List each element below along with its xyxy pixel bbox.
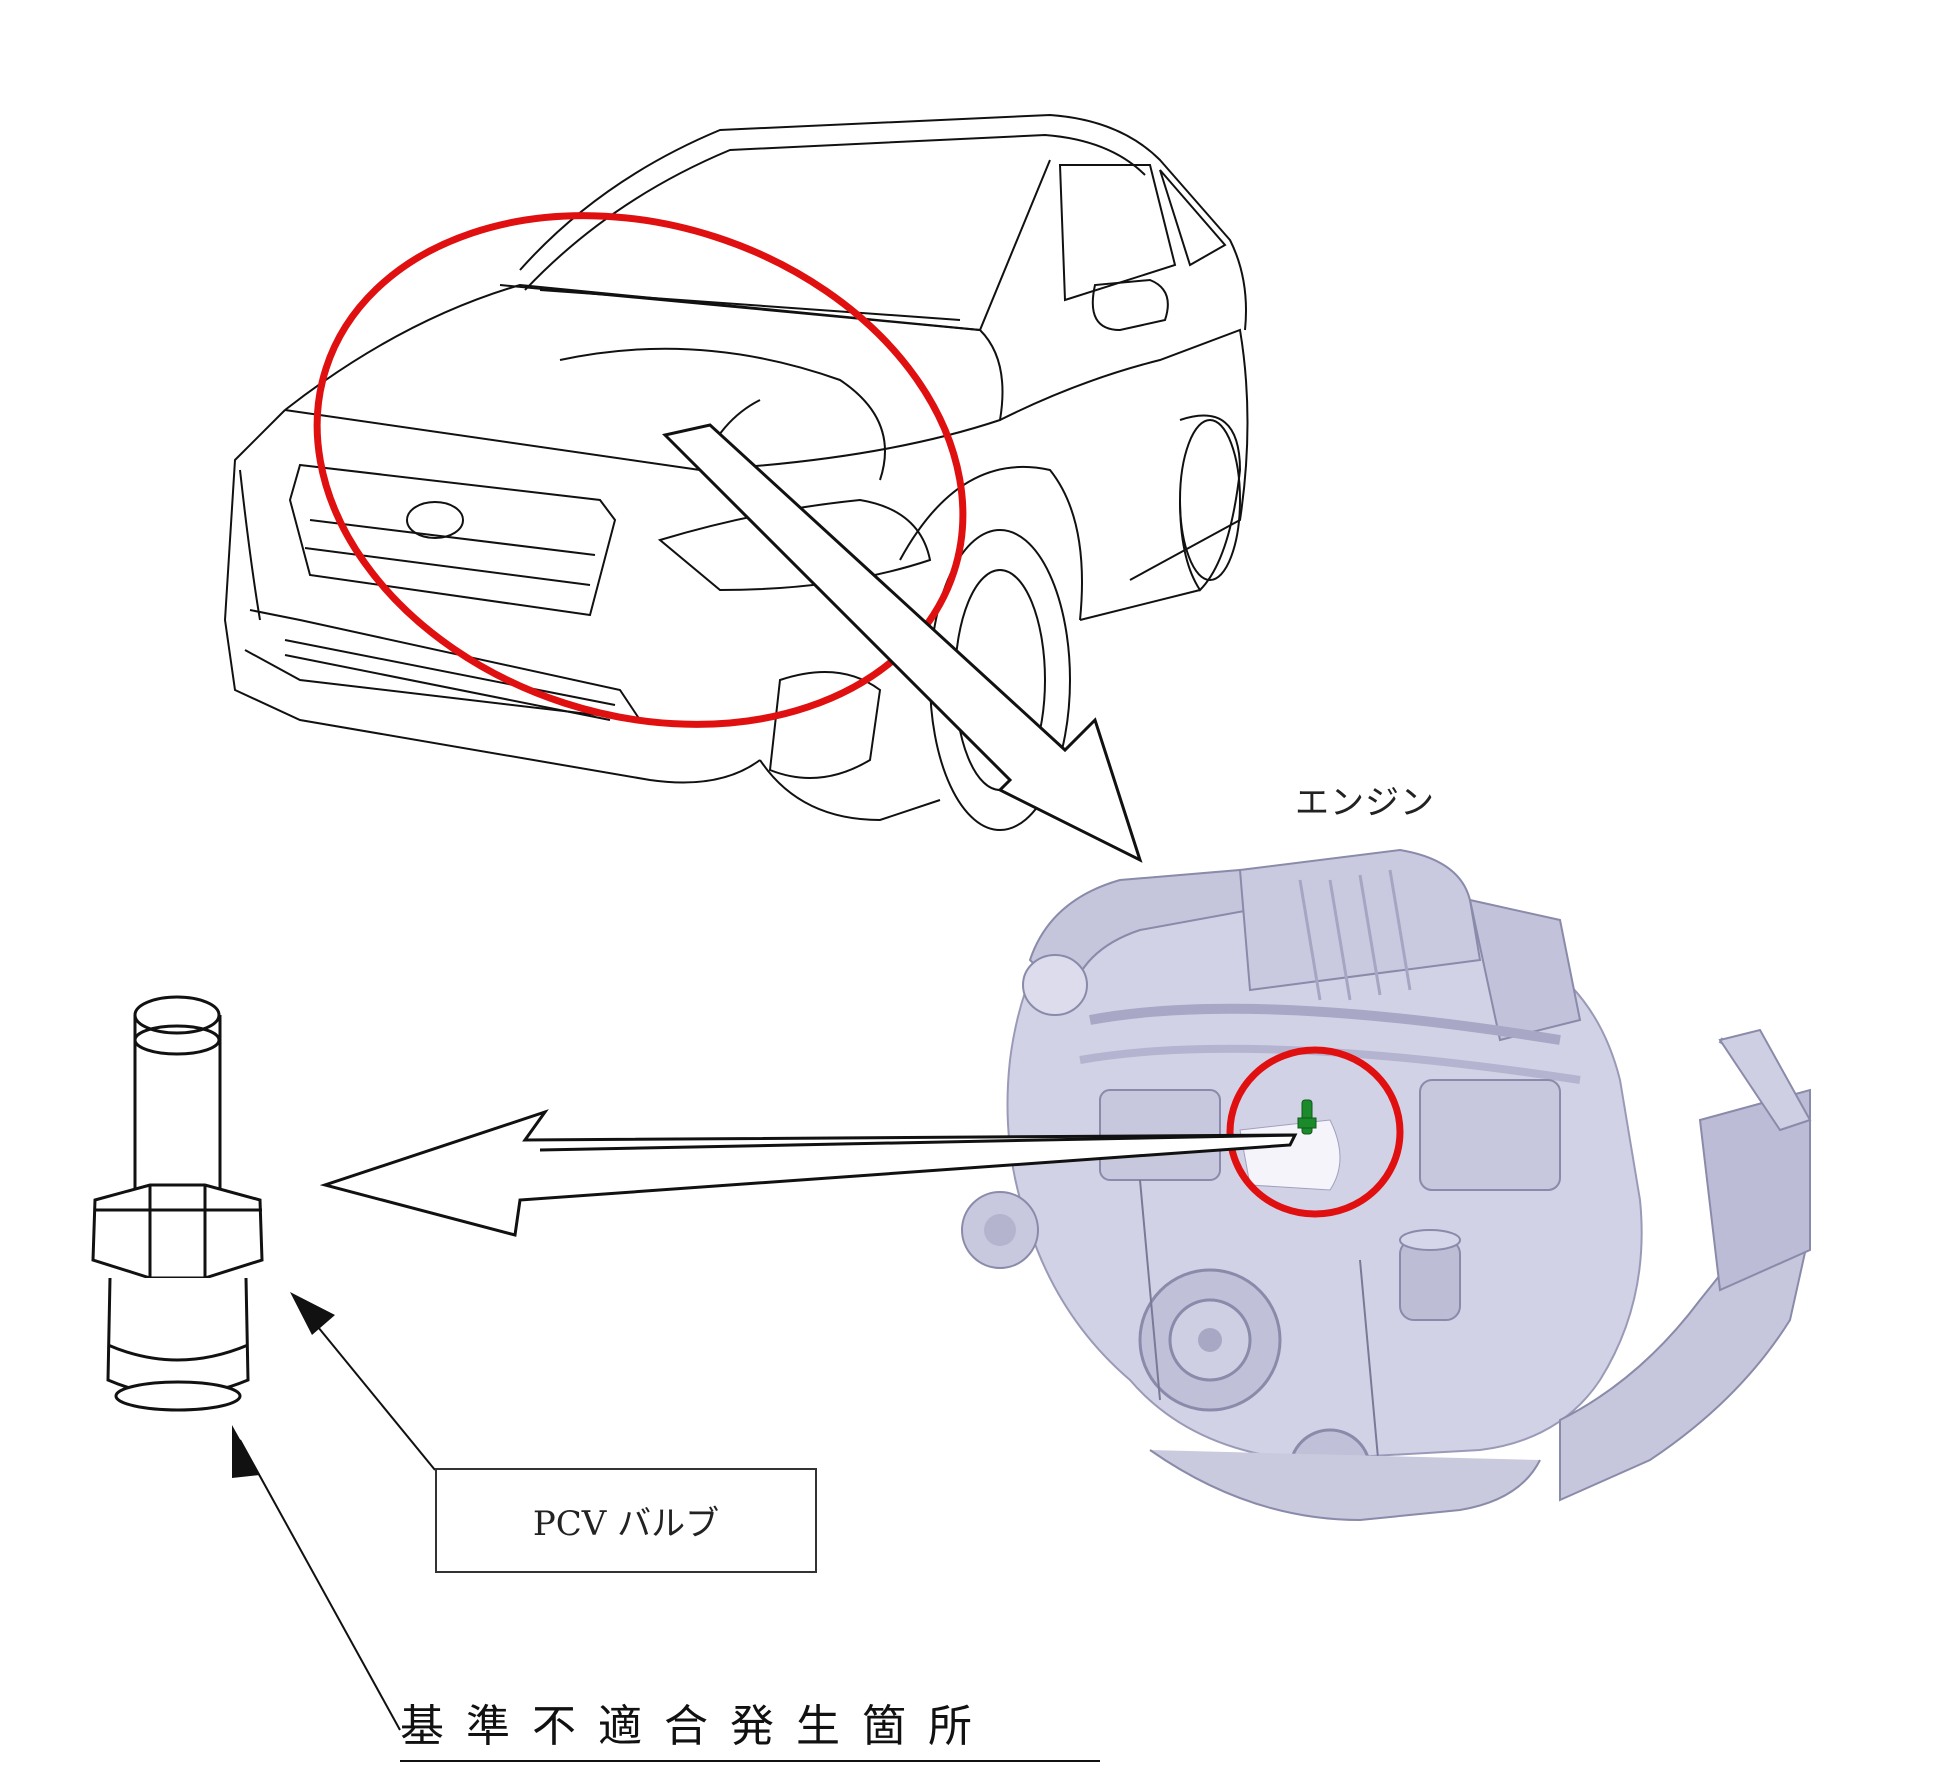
pcv-valve-label: PCV バルブ <box>532 1504 720 1544</box>
defect-location-label: 基準不適合発生箇所 <box>400 1690 1100 1762</box>
pcv-valve-label-box: PCV バルブ <box>435 1468 817 1573</box>
engine-label: エンジン <box>1295 783 1435 823</box>
arrow-engine-to-valve <box>319 1109 1298 1237</box>
arrow-label-to-valve <box>290 1292 436 1471</box>
pcv-valve-marker <box>1297 1099 1317 1135</box>
arrow-defect-to-valve <box>232 1425 401 1731</box>
car-highlight-circle <box>313 212 967 728</box>
arrow-car-to-engine <box>662 423 1143 863</box>
engine-highlight-circle <box>1226 1046 1404 1218</box>
pcv-valve-drawing <box>91 995 264 1412</box>
engine-render <box>961 848 1812 1522</box>
